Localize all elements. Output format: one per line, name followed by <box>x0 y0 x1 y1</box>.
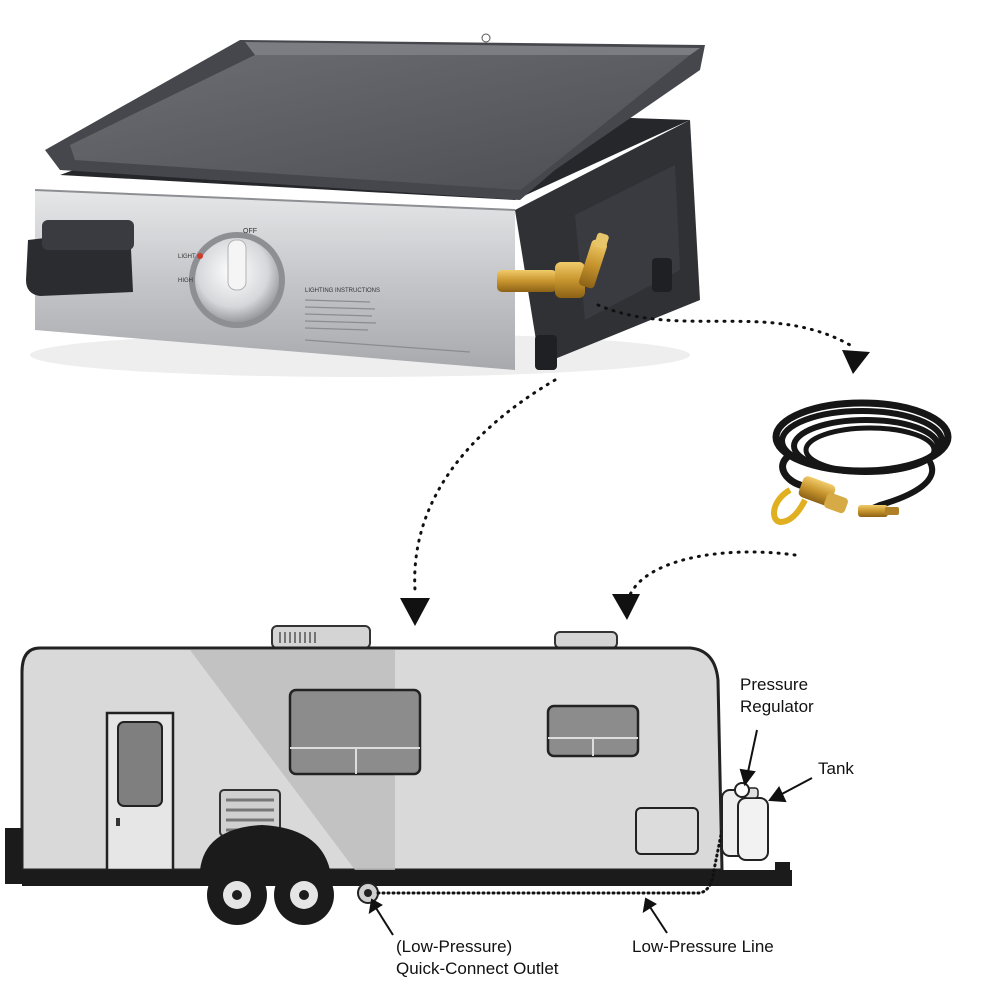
pressure-regulator-label-line2: Regulator <box>740 697 814 716</box>
annotation-arrows <box>368 729 813 936</box>
tank-icon <box>721 787 769 861</box>
wheel-icon <box>207 865 267 925</box>
dial-light-mark: LIGHT <box>178 254 196 260</box>
brass-fitting-icon <box>497 232 609 298</box>
dial-off-mark: OFF <box>243 228 257 235</box>
low-pressure-line-label: Low-Pressure Line <box>632 937 774 956</box>
griddle-plate <box>70 55 690 190</box>
outlet-label-line1: (Low-Pressure) <box>396 937 513 956</box>
wheel-icon <box>274 865 334 925</box>
rv-trailer <box>5 625 792 925</box>
hose-cap <box>771 487 808 526</box>
outlet-label-line2: Quick-Connect Outlet <box>396 959 559 978</box>
tank-label: Tank <box>818 759 854 778</box>
dial-high-mark: HIGH <box>178 278 193 284</box>
indicator-dot <box>197 253 203 259</box>
pressure-regulator-label-line1: Pressure <box>740 675 809 694</box>
roof-ac-unit <box>271 625 371 649</box>
instructions-text-lines <box>304 299 471 353</box>
hose-fittings <box>771 476 899 526</box>
pressure-regulator-icon <box>734 782 750 798</box>
connector-paths <box>413 303 852 602</box>
arrow-icons <box>400 350 870 626</box>
connector-hose-to-rv <box>626 550 797 602</box>
connector-griddle-to-rv <box>413 378 557 592</box>
griddle-leg <box>652 258 672 292</box>
arrow-icon <box>400 598 430 626</box>
rv-rear-hatch <box>635 807 699 855</box>
rv-frame <box>22 870 792 886</box>
low-pressure-line-path <box>376 798 730 895</box>
griddle-icon: OFF LIGHT HIGH LIGHTING INSTRUCTIONS <box>26 33 705 377</box>
connector-griddle-to-hose <box>596 303 852 347</box>
griddle-leg <box>535 335 557 370</box>
arrow-icon <box>612 594 640 620</box>
roof-vent <box>554 631 618 649</box>
arrow-icon <box>842 350 870 374</box>
instructions-title: LIGHTING INSTRUCTIONS <box>305 288 380 294</box>
rv-hitch <box>5 828 22 884</box>
